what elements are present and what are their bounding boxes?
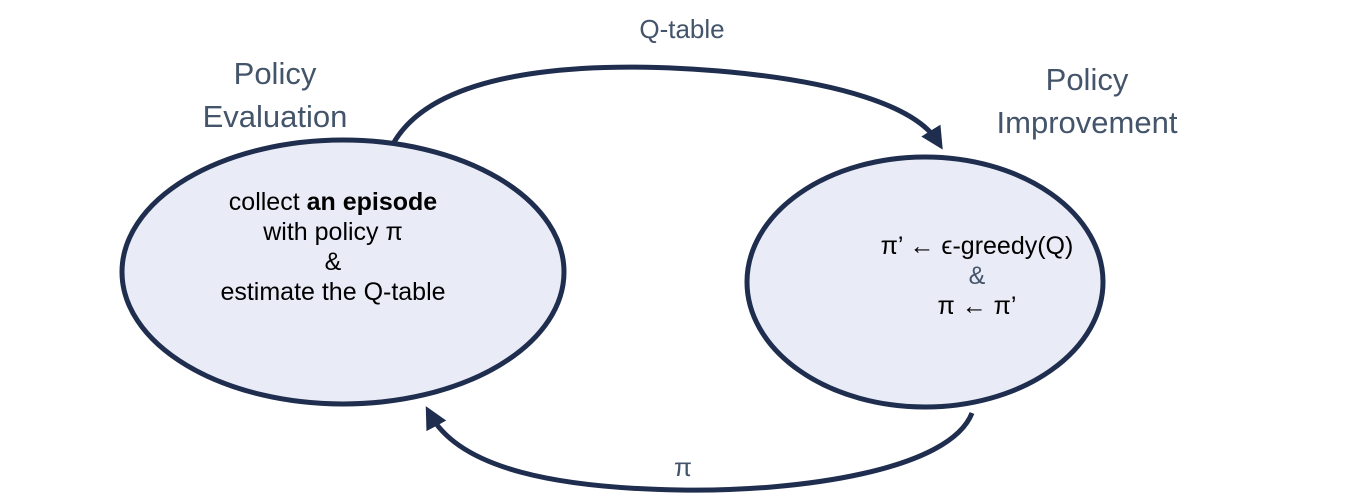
policy-improvement-title-line2: Improvement	[996, 105, 1178, 140]
with-policy-line: with policy π	[263, 218, 403, 246]
policy-evaluation-title: Policy Evaluation	[145, 52, 405, 138]
q-table-arrow	[390, 64, 943, 150]
policy-evaluation-node	[119, 137, 567, 407]
policy-improvement-title-line1: Policy	[1045, 62, 1129, 97]
policy-improvement-title: Policy Improvement	[957, 58, 1217, 144]
policy-arrow	[425, 406, 975, 493]
policy-improvement-text: π’ ← ϵ-greedy(Q) & π ← π’	[797, 231, 1157, 321]
an-episode-bold-text: an episode	[306, 188, 438, 216]
q-table-edge-label: Q-table	[639, 14, 725, 44]
estimate-q-table-line: estimate the Q-table	[220, 278, 446, 306]
policy-improvement-node	[744, 154, 1106, 410]
collect-text: collect	[228, 188, 307, 216]
ampersand-right: &	[968, 262, 986, 290]
ampersand-left: &	[324, 248, 342, 276]
policy-evaluation-title-line2: Evaluation	[202, 99, 348, 134]
epsilon-greedy-line: π’ ← ϵ-greedy(Q)	[880, 232, 1074, 260]
policy-edge-label: π	[674, 452, 692, 482]
collect-episode-line: collect an episode	[153, 187, 513, 217]
policy-evaluation-text: collect an episode with policy π & estim…	[153, 187, 513, 307]
policy-update-line: π ← π’	[937, 292, 1017, 320]
policy-evaluation-title-line1: Policy	[233, 56, 317, 91]
